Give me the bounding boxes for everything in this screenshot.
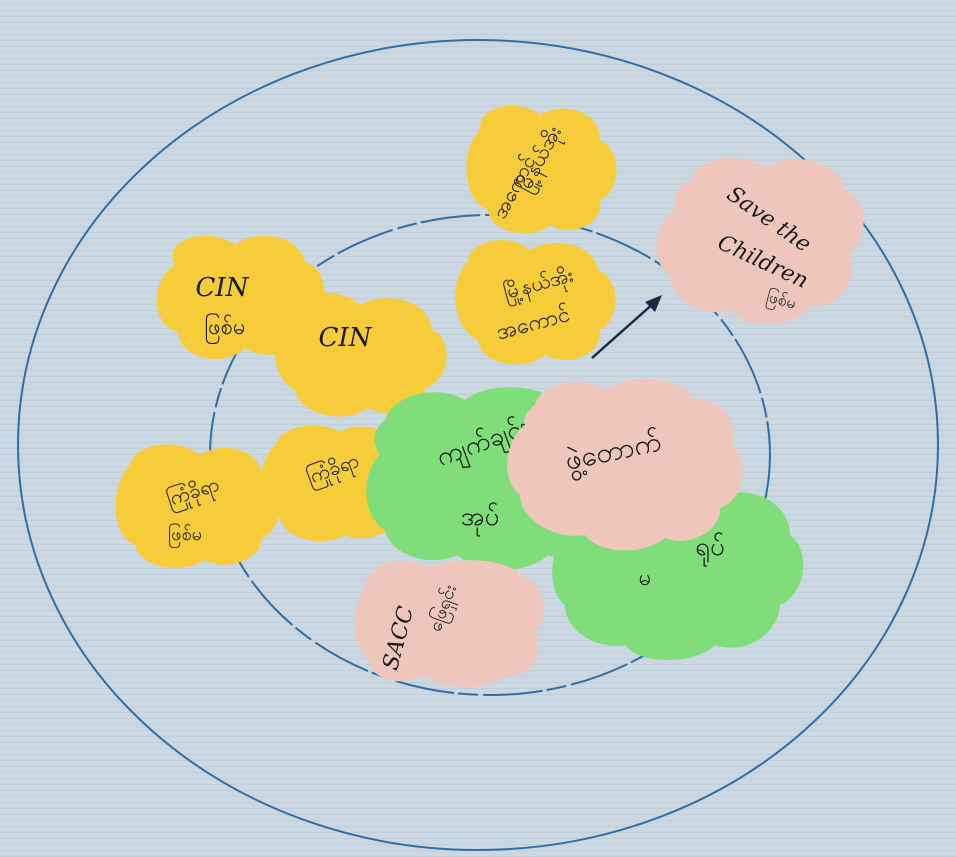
note-green-right-line2: မ	[639, 566, 652, 591]
note-cin-upper-line2: ဖြစ်မ	[204, 313, 245, 344]
note-kyone-left-line2: ဖြစ်မ	[168, 523, 202, 548]
note-green-big-line2: အုပ်	[461, 501, 500, 537]
note-myo-ne-lower: မြို့နယ်အိုး အကောင်	[455, 240, 615, 364]
note-pink-center: ဖွဲ့တောက်	[507, 379, 742, 551]
note-kyone-left: ကြုံခိုရာ ဖြစ်မ	[116, 445, 280, 568]
note-cin-upper-line1: CIN	[196, 273, 250, 303]
note-cin-lower-line1: CIN	[319, 323, 373, 353]
note-save-the-children: Save the Children ဖြစ်မ	[656, 158, 863, 324]
note-myo-ne-upper: မြို့နယ်အိုး အကောင်	[467, 106, 617, 234]
note-pink-bottom: SACC ဖြေရှင်း	[355, 560, 544, 687]
